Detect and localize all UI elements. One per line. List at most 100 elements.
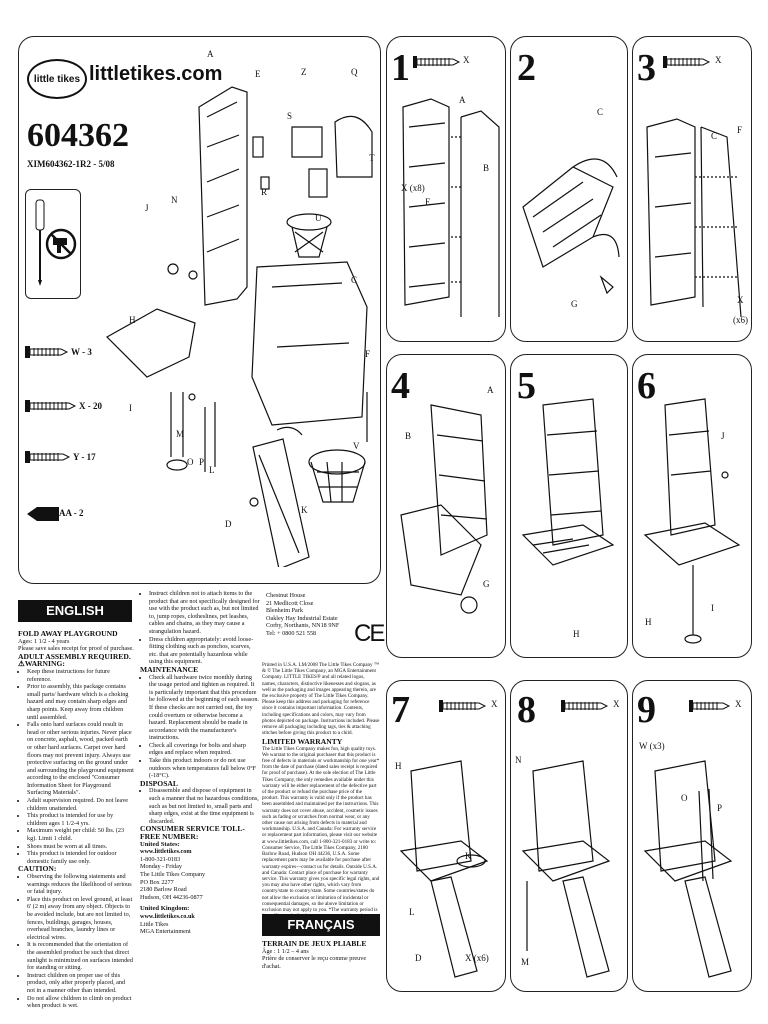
step-7-panel: 7 X H K L D X (x6) <box>386 680 506 992</box>
french-product-title: TERRAIN DE JEUX PLIABLE <box>262 939 367 948</box>
uk-line: www.littletikes.co.uk <box>140 912 195 920</box>
step-label: X <box>491 699 498 709</box>
step-3-panel: 3 X C F X (x6) <box>632 36 752 342</box>
warning-item: Keep these instructions for future refer… <box>27 668 134 683</box>
step-label: H <box>573 629 580 639</box>
part-label-n: N <box>171 195 178 205</box>
part-label-m: M <box>176 429 185 439</box>
us-heading: United States: <box>140 840 180 848</box>
step-label: D <box>415 953 422 963</box>
step-6-panel: 6 J H I <box>632 354 752 658</box>
part-label-j: J <box>145 203 149 213</box>
part-label-v: V <box>353 441 360 451</box>
parts-panel: little tikes littletikes.com 604362 XIM6… <box>18 36 381 584</box>
hardware-x-label: X - 20 <box>79 401 102 411</box>
part-label-u: U <box>315 213 322 223</box>
step-label: C <box>597 107 604 117</box>
step-label: C <box>711 131 718 141</box>
little-tikes-logo: little tikes <box>27 59 87 99</box>
screw-x-icon <box>25 400 77 412</box>
part-label-c: C <box>351 275 358 285</box>
step-label: N <box>515 755 522 765</box>
step-label: E <box>425 197 431 207</box>
step-5-drawing <box>521 398 615 566</box>
step-7-drawing <box>399 760 489 978</box>
step-number: 1 <box>391 47 410 89</box>
maintenance-heading: MAINTENANCE <box>140 664 199 674</box>
step-label: B <box>405 431 412 441</box>
step-label: X (x8) <box>401 183 425 193</box>
caution-item: Do not allow children to climb on produc… <box>27 995 134 1010</box>
step-label: A <box>487 385 494 395</box>
warranty-paragraph: The Little Tikes Company makes fun, high… <box>262 745 380 919</box>
screw-x-icon <box>439 700 487 712</box>
part-label-p: P <box>199 457 205 467</box>
step-label: X <box>735 699 742 709</box>
step-2-panel: 2 C G <box>510 36 628 342</box>
caution-item: Instruct children on proper use of this … <box>27 972 134 995</box>
exploded-parts-drawing <box>106 86 373 567</box>
hardware-w-label: W - 3 <box>71 347 92 357</box>
warranty-heading: LIMITED WARRANTY <box>262 737 343 747</box>
warning-item: Maximum weight per child: 50 lbs. (23 kg… <box>27 827 134 842</box>
step-label: M <box>521 957 530 967</box>
screw-x-icon <box>663 56 711 68</box>
screw-y-icon <box>25 451 71 463</box>
step-label: I <box>711 603 714 613</box>
website-text: littletikes.com <box>89 63 223 85</box>
address-line: Oakley Hay Industrial Estate <box>266 614 338 622</box>
step-label: A <box>459 95 466 105</box>
us-line: Monday - Friday <box>140 863 182 871</box>
step-label: G <box>483 579 490 589</box>
step-label: X <box>463 55 470 65</box>
step-label: (x6) <box>733 315 748 325</box>
step-label: W (x3) <box>639 741 665 751</box>
hardware-aa-label: AA - 2 <box>59 508 84 518</box>
french-intro: TERRAIN DE JEUX PLIABLE Âge : 1 1/2 – 4 … <box>262 940 380 970</box>
tools-box <box>25 189 81 299</box>
caution-heading: CAUTION: <box>18 864 57 874</box>
address-line: 21 Medlicott Close <box>266 599 314 607</box>
warning-item: This product is intended for outdoor dom… <box>27 850 134 865</box>
caution-item: Observing the following statements and w… <box>27 873 134 896</box>
address-line: Corby, Northants, NN18 9NF <box>266 622 340 630</box>
step-9-drawing <box>643 760 733 978</box>
legal-paragraph: Printed in U.S.A. LM/2008 The Little Tik… <box>262 662 380 737</box>
warning-item: This product is intended for use by chil… <box>27 812 134 827</box>
service-heading: CONSUMER SERVICE TOLL-FREE NUMBER: <box>140 824 245 841</box>
part-label-a: A <box>207 49 214 59</box>
part-label-z: Z <box>301 67 307 77</box>
legal-text: Printed in U.S.A. LM/2008 The Little Tik… <box>262 662 380 919</box>
step-1-panel: 1 X A B E X (x8) <box>386 36 506 342</box>
step-3-drawing <box>646 118 742 318</box>
address-line: Blenheim Park <box>266 607 303 615</box>
step-number: 7 <box>391 689 410 731</box>
step-4-drawing <box>400 404 488 614</box>
step-label: O <box>681 793 688 803</box>
step-number: 6 <box>637 365 656 407</box>
step-9-panel: 9 X W (x3) O P <box>632 680 752 992</box>
step-label: H <box>645 617 652 627</box>
product-number: 604362 <box>27 117 129 154</box>
hardware-y-label: Y - 17 <box>73 452 96 462</box>
uk-address: Chestnut House 21 Medlicott Close Blenhe… <box>266 592 350 638</box>
part-label-o: O <box>187 457 194 467</box>
us-line: www.littletikes.com <box>140 848 192 856</box>
uk-line: Little Tikes <box>140 920 169 928</box>
step-label: G <box>571 299 578 309</box>
english-header: ENGLISH <box>18 600 132 622</box>
part-label-l: L <box>209 465 215 475</box>
step-label: H <box>395 761 402 771</box>
warning-item: Adult supervision required. Do not leave… <box>27 797 134 812</box>
french-receipt: Prière de conserver le reçu comme preuve… <box>262 955 367 970</box>
warning-item: Shoes must be worn at all times. <box>27 843 134 851</box>
part-label-f: F <box>365 349 371 359</box>
no-power-tool-icon <box>45 228 77 260</box>
caution-item: Place this product on level ground, at l… <box>27 896 134 942</box>
uk-line: MGA Entertainment <box>140 928 191 936</box>
part-label-d: D <box>225 519 232 529</box>
maintenance-item: Check all hardware twice monthly during … <box>149 674 260 742</box>
caution-item: Instruct children not to attach items to… <box>149 590 260 636</box>
step-label: J <box>721 431 725 441</box>
step-label: K <box>465 851 472 861</box>
